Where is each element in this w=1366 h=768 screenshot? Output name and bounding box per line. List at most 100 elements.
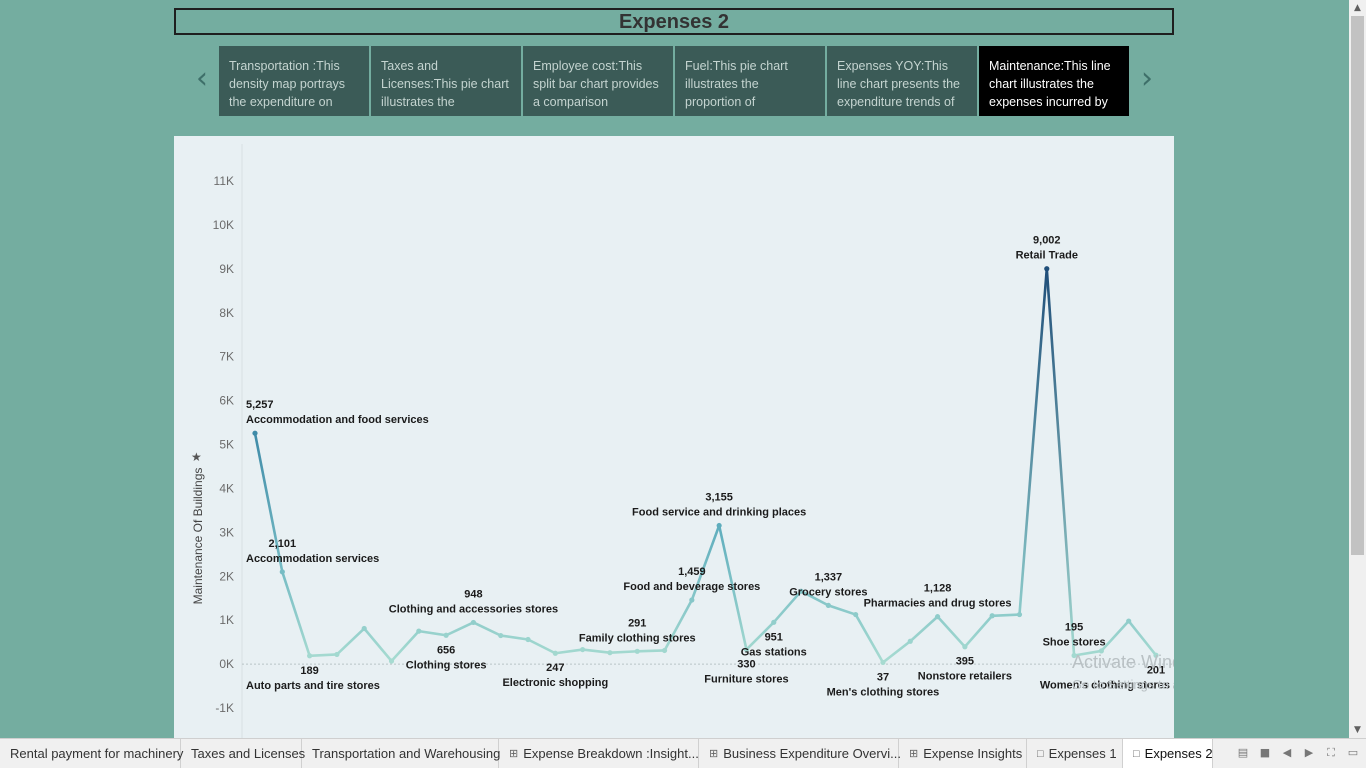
data-value-label: 195 [1065, 622, 1083, 634]
data-point[interactable] [443, 632, 449, 638]
data-point[interactable] [416, 628, 422, 634]
y-tick-label: 10K [213, 218, 234, 232]
y-tick-label: 9K [219, 262, 234, 276]
sheet-tab-transportation-and-warehousing[interactable]: Transportation and Warehousing [302, 739, 500, 768]
sheet-tab-label: Expenses 1 [1048, 746, 1117, 761]
line-segment [1018, 267, 1049, 616]
data-category-label: Electronic shopping [502, 677, 608, 689]
data-point[interactable] [607, 650, 613, 656]
line-segment [772, 589, 803, 624]
data-point[interactable] [689, 597, 695, 603]
data-point[interactable] [1126, 618, 1132, 624]
y-tick-label: 0K [219, 657, 234, 671]
next-sheet-icon[interactable]: ▶ [1304, 746, 1314, 759]
vertical-scrollbar[interactable]: ▲ ▼ [1349, 0, 1366, 738]
sheet-tab-label: Expenses 2 [1144, 746, 1213, 761]
data-category-label: Clothing stores [406, 659, 487, 671]
data-value-label: 5,257 [246, 399, 274, 411]
data-category-label: Food and beverage stores [623, 581, 760, 593]
data-point[interactable] [279, 569, 285, 575]
data-point[interactable] [989, 613, 995, 619]
show-filmstrip-icon[interactable]: ▤ [1237, 746, 1249, 759]
sheet-tab-expense-breakdown-insight[interactable]: ⊞Expense Breakdown :Insight... [499, 739, 699, 768]
story-point-maintenance[interactable]: Maintenance:This line chart illustrates … [979, 46, 1129, 116]
y-axis-title: Maintenance Of Buildings [191, 468, 205, 605]
line-segment [963, 614, 994, 649]
line-segment [1045, 267, 1076, 657]
story-icon: □ [1133, 748, 1140, 760]
line-segment [854, 613, 885, 664]
data-point[interactable] [825, 602, 831, 608]
data-point[interactable] [1071, 652, 1077, 659]
line-segment [281, 570, 311, 658]
line-segment [335, 627, 366, 656]
data-point[interactable] [388, 658, 395, 664]
sheet-tab-expenses-2[interactable]: □ Expenses 2 [1123, 739, 1213, 768]
data-point[interactable] [1044, 266, 1050, 272]
data-point[interactable] [498, 632, 504, 639]
data-point[interactable] [307, 653, 313, 659]
sheet-tab-expense-insights[interactable]: ⊞Expense Insights [899, 739, 1027, 768]
data-category-label: Family clothing stores [579, 632, 696, 644]
previous-sheet-icon[interactable]: ◀ [1282, 746, 1292, 759]
sheet-tab-taxes-and-licenses[interactable]: Taxes and Licenses [181, 739, 306, 768]
data-category-label: Food service and drinking places [632, 507, 806, 519]
data-point[interactable] [934, 614, 941, 620]
story-point-employee-cost[interactable]: Employee cost:This split bar chart provi… [523, 46, 673, 116]
story-point-taxes-and-licenses[interactable]: Taxes and Licenses:This pie chart illust… [371, 46, 521, 116]
story-point-navigator: Transportation :This density map portray… [219, 46, 1129, 116]
show-sheet-sorter-icon[interactable]: ■ [1259, 746, 1271, 759]
data-point[interactable] [771, 619, 777, 625]
scroll-down-arrow-icon[interactable]: ▼ [1354, 725, 1361, 735]
line-segment [908, 615, 939, 643]
story-point-expenses-yoy[interactable]: Expenses YOY:This line chart presents th… [827, 46, 977, 116]
sheet-tab-label: Taxes and Licenses [191, 746, 306, 761]
next-story-point-arrow-icon[interactable]: › [1141, 61, 1153, 96]
data-point[interactable] [252, 430, 258, 436]
data-point[interactable] [1153, 652, 1159, 658]
previous-story-point-arrow-icon[interactable]: ‹ [196, 61, 208, 96]
data-category-label: Accommodation and food services [246, 414, 429, 426]
y-tick-label: 8K [219, 306, 234, 320]
y-tick-label: 3K [219, 525, 234, 539]
line-segment [608, 650, 639, 654]
story-point-fuel[interactable]: Fuel:This pie chart illustrates the prop… [675, 46, 825, 116]
data-point[interactable] [334, 651, 340, 658]
data-value-label: 1,337 [815, 571, 843, 583]
data-category-label: Grocery stores [789, 586, 867, 598]
data-point[interactable] [361, 625, 367, 632]
data-point[interactable] [525, 636, 531, 643]
data-point[interactable] [962, 644, 968, 650]
monitor-icon[interactable]: ▭ [1347, 746, 1359, 759]
data-point[interactable] [470, 619, 477, 626]
tab-bar-tools: ▤ ■ ◀ ▶ ⛶ ▭ [1236, 746, 1360, 760]
line-segment [799, 589, 830, 607]
presentation-mode-icon[interactable]: ⛶ [1327, 746, 1335, 759]
data-point[interactable] [798, 588, 804, 594]
data-category-label: Accommodation services [246, 553, 379, 565]
data-point[interactable] [1098, 648, 1104, 654]
data-point[interactable] [880, 659, 886, 666]
dashboard-icon: ⊞ [909, 748, 919, 760]
scrollbar-thumb[interactable] [1351, 16, 1364, 555]
data-value-label: 948 [464, 588, 482, 600]
sheet-tab-expenses-1[interactable]: □Expenses 1 [1027, 739, 1123, 768]
line-segment [1100, 619, 1130, 653]
sheet-tab-rental-payment-for-machinery[interactable]: Rental payment for machinery [0, 739, 183, 768]
data-point[interactable] [716, 522, 722, 529]
data-point[interactable] [853, 611, 859, 618]
data-point[interactable] [743, 646, 750, 653]
data-point[interactable] [580, 646, 586, 653]
data-point[interactable] [634, 648, 640, 654]
data-point[interactable] [1016, 611, 1023, 618]
data-point[interactable] [552, 650, 558, 656]
story-title: Expenses 2 [174, 8, 1174, 35]
line-segment [499, 634, 530, 641]
data-point[interactable] [907, 638, 913, 644]
sheet-tab-business-expenditure-overvi[interactable]: ⊞Business Expenditure Overvi... [699, 739, 901, 768]
data-point[interactable] [661, 647, 668, 654]
pin-icon[interactable]: ★ [191, 450, 202, 464]
y-tick-label: 6K [219, 394, 234, 408]
scroll-up-arrow-icon[interactable]: ▲ [1354, 3, 1361, 13]
story-point-transportation[interactable]: Transportation :This density map portray… [219, 46, 369, 116]
